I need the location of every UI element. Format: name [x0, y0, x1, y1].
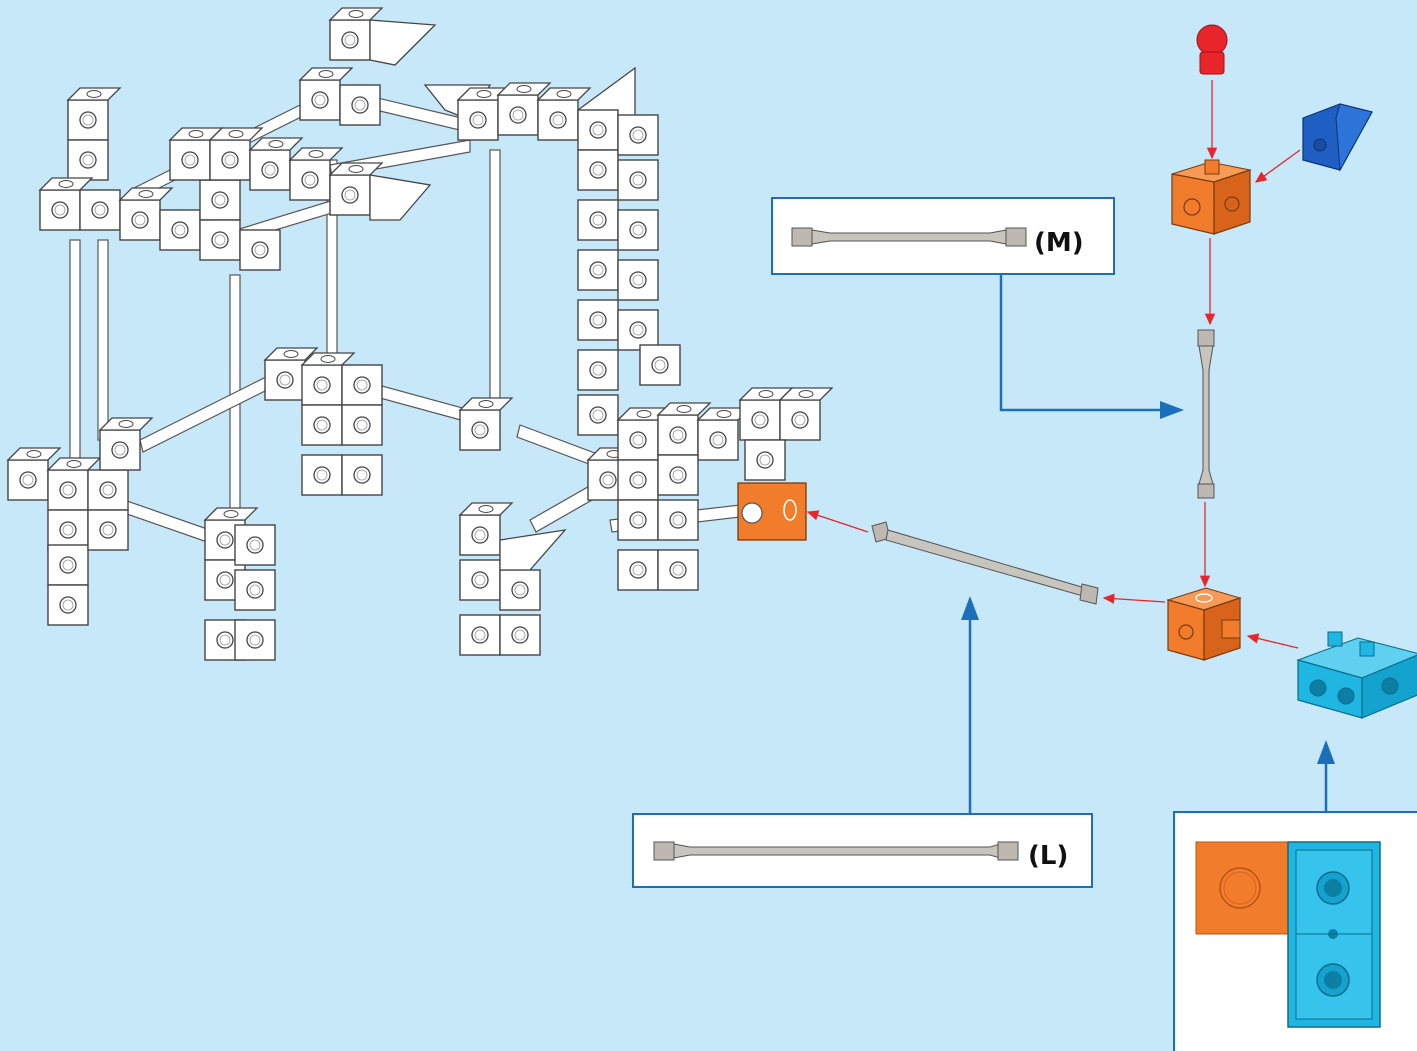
callout-leader-line	[999, 274, 1170, 412]
connector-rod-icon	[871, 521, 1099, 605]
connector-rod-icon	[1197, 329, 1215, 499]
callout-arrowhead	[961, 596, 979, 620]
callout-brick-detail	[1173, 740, 1417, 1051]
step-arrows	[806, 80, 1301, 649]
blue-wedge-icon	[1302, 103, 1373, 172]
callout-arrowhead	[1317, 740, 1335, 764]
white-structure-assembly	[7, 7, 833, 661]
parts-sequence	[806, 24, 1417, 719]
orange-cube-icon	[1166, 587, 1242, 661]
callout-arrowhead	[1160, 401, 1184, 419]
long-rod-label: (L)	[1028, 841, 1068, 871]
medium-rod-label: (M)	[1034, 228, 1084, 258]
red-marble-icon	[1196, 24, 1228, 75]
connector-rod-icon	[791, 227, 1027, 247]
light-blue-brick-top-view	[1287, 841, 1381, 1028]
callout-medium-rod: (M)	[771, 197, 1184, 419]
connector-rod-icon	[653, 841, 1019, 861]
callout-long-rod: (L)	[632, 596, 1093, 888]
light-blue-brick-icon	[1296, 631, 1417, 719]
orange-cube-icon	[1171, 159, 1252, 235]
